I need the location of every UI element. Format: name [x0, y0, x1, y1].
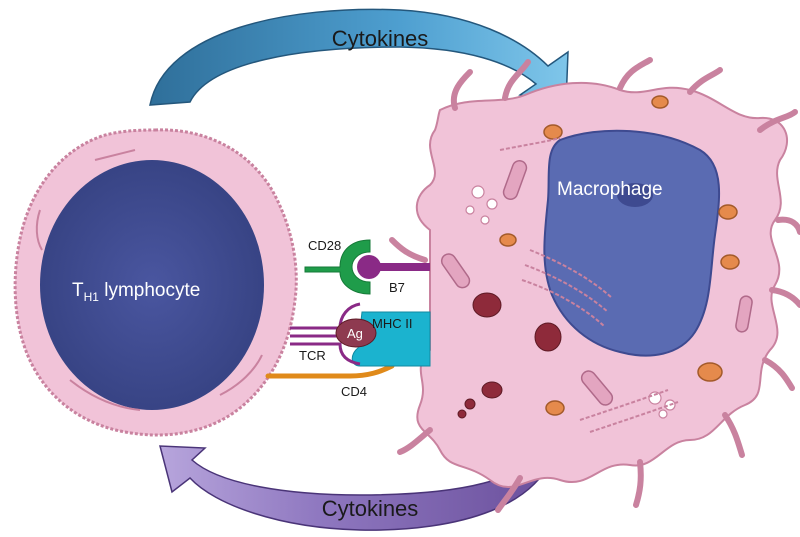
lymphocyte-organelles [35, 149, 263, 411]
macrophage-label: Macrophage [557, 179, 663, 200]
macrophage-er [499, 137, 679, 433]
cd4-molecule [265, 363, 395, 379]
bottom-cytokine-arrow [159, 444, 556, 531]
cd28-molecule [304, 239, 371, 295]
macrophage-pseudopodia [389, 57, 800, 513]
macrophage-mitochondria [440, 160, 753, 406]
lymphocyte-label-rest: lymphocyte [99, 280, 200, 301]
b7-label: B7 [389, 280, 405, 295]
macrophage-nucleus [543, 129, 721, 357]
lymphocyte-label-main: T [72, 280, 84, 301]
bottom-arrow-label: Cytokines [322, 496, 419, 521]
tcr-label: TCR [299, 348, 326, 363]
lymphocyte-label: TH1 lymphocyte [72, 280, 200, 304]
top-arrow-label: Cytokines [332, 26, 429, 51]
cd4-label: CD4 [341, 384, 367, 399]
macrophage-vacuoles [457, 292, 562, 419]
b7-molecule [357, 255, 430, 279]
lymphocyte-label-sub: H1 [84, 290, 100, 304]
ag-label: Ag [347, 326, 363, 341]
ag-peptide [335, 318, 377, 348]
cd28-label: CD28 [308, 238, 341, 253]
mhc-label: MHC II [372, 316, 412, 331]
lymphocyte-nucleus [40, 160, 264, 410]
top-cytokine-arrow [149, 8, 569, 106]
macrophage-granules [499, 95, 740, 416]
macrophage-nucleolus [617, 183, 653, 207]
